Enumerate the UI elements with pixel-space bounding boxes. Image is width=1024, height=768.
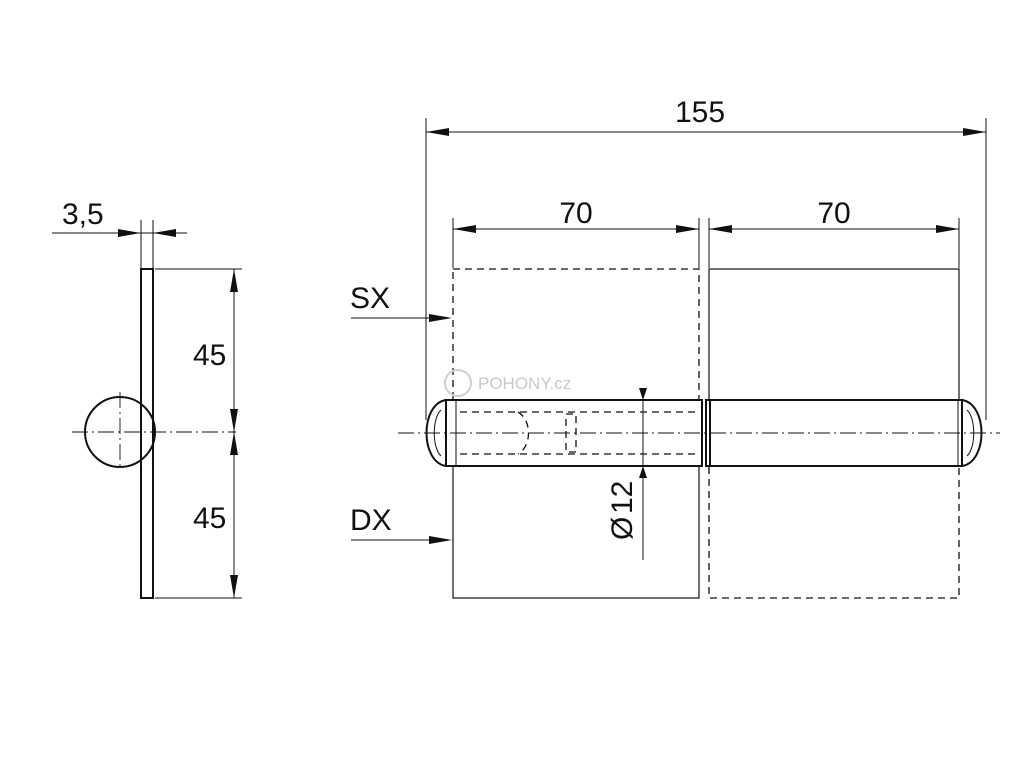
left-leaf-arrow-left (453, 225, 476, 233)
right-upper-leaf (708, 268, 960, 401)
diameter-arrow-bottom (639, 466, 647, 478)
overall-length-label: 155 (675, 96, 725, 129)
diameter-label-group: Ø 12 (606, 481, 639, 540)
dx-leader-arrow (429, 536, 452, 544)
overall-arrow-left (426, 128, 449, 136)
left-leaf-arrow-right (676, 225, 699, 233)
side-leaf-plate (140, 268, 154, 599)
watermark-logo-icon (444, 369, 472, 397)
right-lower-leaf-dashed (708, 465, 960, 599)
left-leaf-label: 70 (559, 197, 592, 230)
upper-leaf-arrow-bottom (230, 409, 238, 432)
diameter-arrow-top (639, 388, 647, 400)
front-view: 155 70 70 Ø 12 SX DX (350, 96, 1000, 599)
overall-arrow-right (963, 128, 986, 136)
upper-leaf-arrow-top (230, 269, 238, 292)
upper-leaf-label: 45 (193, 339, 226, 372)
side-view: 3,5 45 45 (52, 198, 242, 599)
thickness-arrow-right (153, 229, 176, 237)
diameter-symbol: Ø (606, 517, 639, 540)
left-upper-leaf-dashed (452, 268, 700, 401)
lower-leaf-arrow-bottom (230, 575, 238, 598)
sx-leader-arrow (429, 314, 452, 322)
pin-diameter-label: 12 (606, 481, 639, 514)
lower-leaf-arrow-top (230, 432, 238, 455)
right-leaf-arrow-right (936, 225, 959, 233)
dx-label: DX (350, 504, 392, 537)
thickness-label: 3,5 (62, 198, 104, 231)
sx-label: SX (350, 282, 390, 315)
left-lower-leaf (452, 465, 700, 599)
lower-leaf-label: 45 (193, 502, 226, 535)
right-leaf-arrow-left (709, 225, 732, 233)
right-leaf-label: 70 (817, 197, 850, 230)
thickness-arrow-left (118, 229, 141, 237)
pohony-watermark: POHONY.cz (444, 369, 571, 397)
watermark-text: POHONY.cz (478, 374, 571, 393)
